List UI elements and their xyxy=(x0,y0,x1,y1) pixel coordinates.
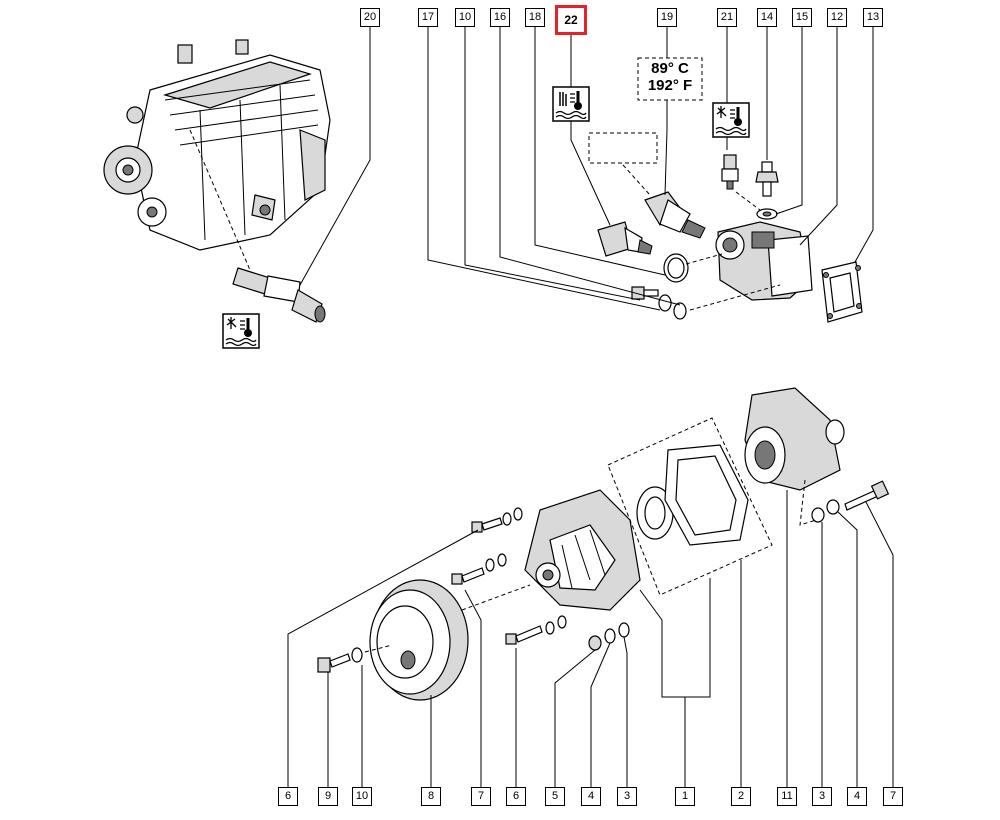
part-label-7[interactable]: 7 xyxy=(883,787,903,806)
temperature-sensor-20-illustration xyxy=(232,267,326,323)
part-label-3[interactable]: 3 xyxy=(617,787,637,806)
part-label-22-highlighted[interactable]: 22 xyxy=(555,5,587,35)
thermostat-sensor-19-illustration xyxy=(644,191,706,239)
temperature-fahrenheit: 192° F xyxy=(647,77,693,94)
part-label-15[interactable]: 15 xyxy=(792,8,812,27)
part-label-21[interactable]: 21 xyxy=(717,8,737,27)
part-label-4[interactable]: 4 xyxy=(581,787,601,806)
part-label-17[interactable]: 17 xyxy=(418,8,438,27)
sensor-21-illustration xyxy=(721,154,739,190)
part-label-1[interactable]: 1 xyxy=(675,787,695,806)
part-label-12[interactable]: 12 xyxy=(827,8,847,27)
coolant-temperature-icon xyxy=(552,86,590,122)
part-label-10[interactable]: 10 xyxy=(352,787,372,806)
part-label-16[interactable]: 16 xyxy=(490,8,510,27)
temperature-celsius: 89° C xyxy=(651,60,689,77)
part-label-6[interactable]: 6 xyxy=(506,787,526,806)
gasket-13-illustration xyxy=(821,261,863,323)
pulley-8-illustration xyxy=(369,579,469,701)
part-label-4[interactable]: 4 xyxy=(847,787,867,806)
water-outlet-11-illustration xyxy=(744,387,845,491)
part-label-20[interactable]: 20 xyxy=(360,8,380,27)
coolant-temperature-icon xyxy=(712,102,750,138)
part-label-7[interactable]: 7 xyxy=(471,787,491,806)
part-label-14[interactable]: 14 xyxy=(757,8,777,27)
bleed-screw-14-illustration xyxy=(755,161,779,197)
part-label-18[interactable]: 18 xyxy=(525,8,545,27)
part-label-6[interactable]: 6 xyxy=(278,787,298,806)
coolant-temperature-icon xyxy=(222,313,260,349)
temperature-spec: 89° C 192° F xyxy=(640,60,700,94)
part-label-13[interactable]: 13 xyxy=(863,8,883,27)
part-label-19[interactable]: 19 xyxy=(657,8,677,27)
gasket-2-illustration xyxy=(664,444,749,546)
water-pump-illustration xyxy=(524,489,641,611)
part-label-11[interactable]: 11 xyxy=(777,787,797,806)
part-label-9[interactable]: 9 xyxy=(318,787,338,806)
temperature-box-frame xyxy=(637,57,703,101)
engine-block-illustration xyxy=(103,39,331,251)
part-label-3[interactable]: 3 xyxy=(812,787,832,806)
bolt-10-illustration xyxy=(631,286,659,300)
thermostat-housing-12-illustration xyxy=(715,221,813,301)
part-label-8[interactable]: 8 xyxy=(421,787,441,806)
pump-bolts-illustration xyxy=(317,507,630,673)
coolant-sensor-22-illustration xyxy=(597,221,653,257)
bolt-7-right-illustration xyxy=(844,480,890,511)
part-label-10[interactable]: 10 xyxy=(455,8,475,27)
part-label-2[interactable]: 2 xyxy=(731,787,751,806)
part-label-5[interactable]: 5 xyxy=(545,787,565,806)
